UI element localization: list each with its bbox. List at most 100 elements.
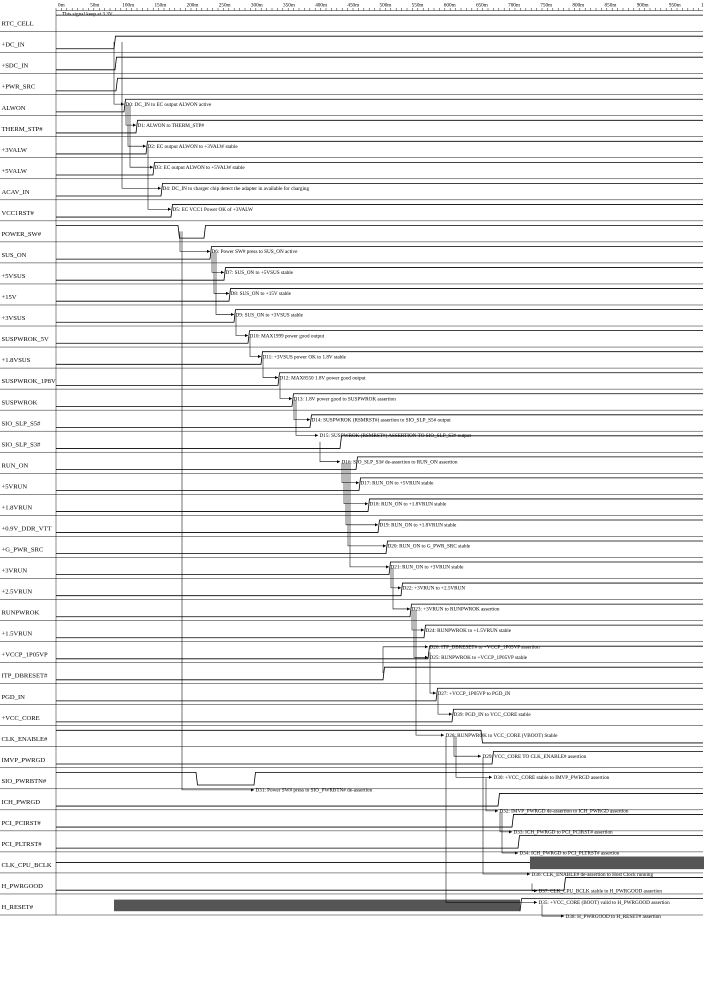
signal-row: THERM_STP# <box>0 119 703 137</box>
signal-waveform <box>56 814 703 828</box>
dependency-line <box>113 42 124 105</box>
arrowhead-icon <box>275 375 278 380</box>
dependency-line <box>541 904 564 917</box>
event-label: D35: +VCC_CORE (BOOT) valid to H_PWRGOOD… <box>539 899 671 906</box>
ruler-tick-label: 250m <box>219 3 231 9</box>
signal-name: SUS_ON <box>2 252 27 259</box>
signal-name: ICH_PWRGD <box>2 799 41 806</box>
dependency-line <box>347 462 386 547</box>
signal-name: PGD_IN <box>2 694 26 701</box>
event-label: D24: RUNPWROK to +1.5VRUN stable <box>426 628 512 634</box>
signal-row: +PWR_SRC <box>0 77 703 95</box>
signal-waveform <box>56 309 703 323</box>
dependency-line <box>179 231 210 252</box>
event-label: D25: RUNPWROK to +VCCP_1P05VP stable <box>430 655 528 661</box>
signal-waveform <box>56 477 703 491</box>
dependency-line <box>411 609 424 631</box>
arrowhead-icon <box>561 914 564 918</box>
ruler-tick-label: 600m <box>444 3 456 9</box>
ruler-tick-label: 650m <box>476 3 488 9</box>
signal-row: +VCC_CORE <box>0 708 703 726</box>
dependency-line <box>485 778 498 812</box>
signal-row: +G_PWR_SRC <box>0 540 703 558</box>
dependency-line <box>413 609 428 658</box>
dependency-line <box>262 357 278 378</box>
signal-name: ALWON <box>2 105 26 112</box>
signal-row: POWER_SW# <box>0 225 703 243</box>
signal-name: +15V <box>2 294 17 301</box>
signal-waveform <box>56 330 703 344</box>
signal-waveform <box>56 540 703 555</box>
signal-row: SUSPWROK <box>0 393 703 411</box>
dependency-line <box>293 399 310 420</box>
signal-row: PCI_PCIRST# <box>0 814 703 832</box>
signal-name: +1.5VRUN <box>2 631 33 638</box>
arrowhead-icon <box>425 645 428 649</box>
signal-name: +3VALW <box>2 147 28 154</box>
ruler-tick-label: 350m <box>283 3 295 9</box>
arrowhead-icon <box>337 460 340 464</box>
dependency-line <box>501 811 518 854</box>
signal-waveform <box>56 77 703 92</box>
signal-row: +5VRUN <box>0 477 703 495</box>
ruler-tick-label: 900m <box>637 3 649 9</box>
ruler-tick-label: 100m <box>122 3 134 9</box>
arrowhead-icon <box>207 249 210 253</box>
event-label: D13: 1.8V power good to SUSPWROK asserti… <box>294 396 397 402</box>
arrowhead-icon <box>307 418 310 422</box>
event-label: D5: EC VCC1 Power OK of +3VALW <box>173 206 254 213</box>
signal-row: ACAV_IN <box>0 183 703 201</box>
signal-note: This signal keep at 3.3V <box>62 12 113 18</box>
event-label: D39: PGD_IN to VCC_CORE stable <box>454 712 532 718</box>
arrowhead-icon <box>168 207 171 211</box>
signal-waveform <box>56 708 703 723</box>
signal-name: CLK_CPU_BCLK <box>2 862 52 869</box>
signal-row: +1.5VRUN <box>0 624 703 642</box>
arrowhead-icon <box>425 655 428 659</box>
event-label: D20: RUN_ON to G_PWR_SRC stable <box>388 544 471 550</box>
signal-row: +2.5VRUN <box>0 582 703 600</box>
signal-name: CLK_ENABLE# <box>2 736 48 743</box>
event-label: D26: ITP_DBRESET# to +VCCP_1P05VP assert… <box>430 645 541 651</box>
signal-name: POWER_SW# <box>2 231 42 238</box>
arrowhead-icon <box>315 433 318 438</box>
arrowhead-icon <box>509 830 512 834</box>
signal-waveform <box>56 729 703 744</box>
signal-name: PCI_PCIRST# <box>2 820 42 827</box>
event-label: D27: +VCCP_1P05VP to PGD_IN <box>438 691 511 697</box>
signal-name: IMVP_PWRGD <box>2 757 46 764</box>
arrowhead-icon <box>143 144 146 148</box>
signal-row: VCC1RST# <box>0 204 703 222</box>
signal-waveform <box>56 414 703 428</box>
signal-row: +SDC_IN <box>0 56 703 74</box>
dependency-line <box>235 315 248 336</box>
signal-waveform <box>56 393 703 407</box>
signal-waveform <box>56 98 703 113</box>
arrowhead-icon <box>495 809 498 813</box>
signal-waveform <box>56 624 703 639</box>
signal-row: +3VSUS <box>0 309 703 327</box>
dependency-line <box>382 646 428 674</box>
dependency-line <box>345 462 378 526</box>
signal-name: H_RESET# <box>2 904 34 911</box>
signal-name: +0.9V_DDR_VTT <box>2 525 52 532</box>
arrowhead-icon <box>398 586 401 590</box>
ruler-tick-label: 50m <box>90 3 99 9</box>
signal-waveform <box>56 666 703 681</box>
signal-name: +1.8VRUN <box>2 504 33 511</box>
arrowhead-icon <box>258 354 261 359</box>
signal-name: H_PWRGOOD <box>2 883 44 890</box>
event-label: D37: CLK_CPU_BCLK stable to H_PWRGOOD as… <box>539 889 663 895</box>
arrowhead-icon <box>515 851 518 855</box>
signal-waveform <box>56 498 703 512</box>
event-label: D31: Power SW# press to SIO_PWRBTN# de-a… <box>256 788 373 794</box>
signal-name: +5VRUN <box>2 483 28 490</box>
dependency-line <box>211 252 224 273</box>
arrowhead-icon <box>365 502 368 506</box>
signal-name: SUSPWROK <box>2 399 38 406</box>
event-label: D11: +3VSUS power OK to 1.8V stable <box>263 354 347 360</box>
dependency-line <box>181 231 254 791</box>
event-label: D16: SIO_SLP_S3# de-assertion to RUN_ON … <box>342 459 458 465</box>
signal-row: SIO_PWRBTN# <box>0 771 703 790</box>
